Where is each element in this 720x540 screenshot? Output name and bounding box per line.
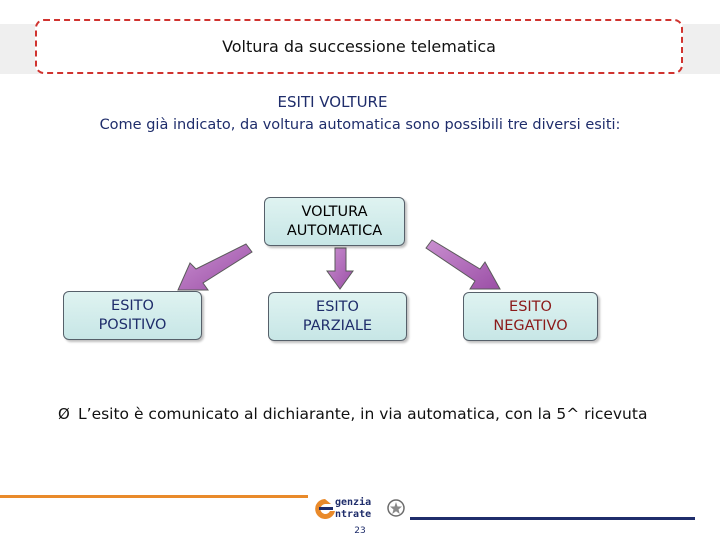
outcome-positivo-line2: POSITIVO [98,316,167,333]
slide-title: Voltura da successione telematica [222,37,496,56]
footer-orange-line [0,495,308,498]
outcome-parziale-line1: ESITO [316,298,359,315]
republic-emblem-icon [387,499,405,517]
title-frame: Voltura da successione telematica [35,19,683,74]
esito-parziale-box: ESITO PARZIALE [268,292,407,341]
outcome-negativo-line2: NEGATIVO [493,317,568,334]
arrow-to-negativo [425,239,501,290]
source-box-line1: VOLTURA [301,203,368,220]
outcome-negativo-line1: ESITO [509,298,552,315]
logo-word-agenzia: genzia [335,497,372,508]
logo-e-icon [315,499,335,519]
arrow-to-parziale [326,247,354,290]
source-box-line2: AUTOMATICA [286,222,383,239]
outcome-parziale-line2: PARZIALE [302,317,373,334]
esito-positivo-box: ESITO POSITIVO [63,291,202,340]
bullet-text: L’esito è comunicato al dichiarante, in … [78,405,648,423]
bullet-arrow-icon: Ø [58,405,70,423]
arrow-to-positivo [177,243,253,291]
logo-word-entrate: ntrate [335,509,372,520]
bullet-item: Ø L’esito è comunicato al dichiarante, i… [58,402,698,426]
intro-text: Come già indicato, da voltura automatica… [99,117,621,133]
voltura-automatica-box: VOLTURA AUTOMATICA [264,197,405,246]
section-heading: ESITI VOLTURE [277,93,388,111]
esito-negativo-box: ESITO NEGATIVO [463,292,598,341]
outcome-positivo-line1: ESITO [111,297,154,314]
page-number: 23 [354,526,366,536]
agenzia-entrate-logo: genzia ntrate [313,495,413,525]
footer-navy-line [410,517,695,520]
